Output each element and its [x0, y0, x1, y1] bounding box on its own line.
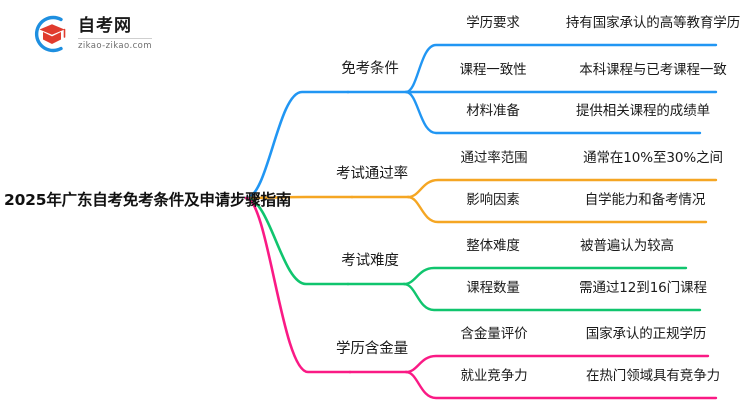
branch-label-1[interactable]: 免考条件 [341, 61, 399, 77]
child-label-1-3[interactable]: 材料准备 [466, 103, 520, 119]
graduation-cap-swirl-logo-icon [28, 11, 74, 57]
child-label-1-1[interactable]: 学历要求 [466, 15, 520, 31]
logo-text-block: 自考网 zikao-zikao.com [78, 17, 152, 51]
child-label-3-2[interactable]: 课程数量 [466, 280, 520, 296]
child-label-3-1[interactable]: 整体难度 [466, 238, 520, 254]
logo-name-en: zikao-zikao.com [78, 40, 152, 51]
child-detail-3-1[interactable]: 被普遍认为较高 [580, 238, 674, 254]
logo-name-cn: 自考网 [78, 17, 152, 39]
site-logo[interactable]: 自考网 zikao-zikao.com [28, 10, 218, 58]
branch-label-3[interactable]: 考试难度 [341, 253, 399, 269]
child-label-1-2[interactable]: 课程一致性 [459, 62, 527, 78]
child-detail-1-2[interactable]: 本科课程与已考课程一致 [579, 62, 727, 78]
root-node-label: 2025年广东自考免考条件及申请步骤指南 [4, 191, 292, 209]
child-detail-4-1[interactable]: 国家承认的正规学历 [585, 326, 707, 342]
child-label-4-1[interactable]: 含金量评价 [460, 326, 528, 342]
child-detail-1-1[interactable]: 持有国家承认的高等教育学历 [565, 15, 741, 31]
child-label-2-2[interactable]: 影响因素 [466, 192, 520, 208]
child-detail-1-3[interactable]: 提供相关课程的成绩单 [576, 103, 710, 119]
child-label-2-1[interactable]: 通过率范围 [460, 150, 528, 166]
child-detail-3-2[interactable]: 需通过12到16门课程 [579, 280, 707, 296]
child-label-4-2[interactable]: 就业竞争力 [460, 368, 528, 384]
child-detail-2-2[interactable]: 自学能力和备考情况 [584, 192, 706, 208]
child-detail-2-1[interactable]: 通常在10%至30%之间 [583, 150, 723, 166]
branch-label-2[interactable]: 考试通过率 [336, 166, 408, 182]
child-detail-4-2[interactable]: 在热门领域具有竞争力 [586, 368, 720, 384]
branch-label-4[interactable]: 学历含金量 [336, 341, 408, 357]
